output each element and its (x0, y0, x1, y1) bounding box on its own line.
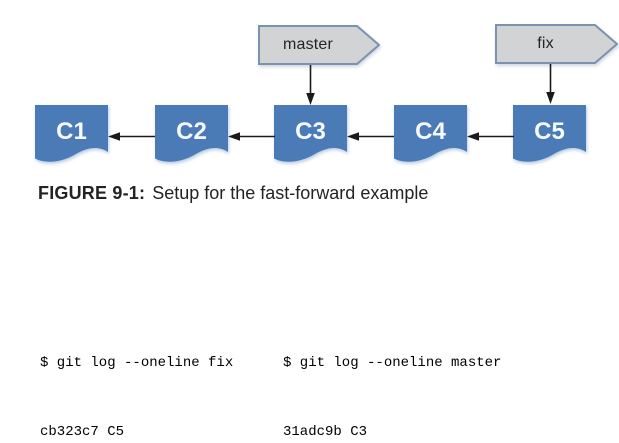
commit-node-c4: C4 (394, 105, 467, 169)
commit-node-c1: C1 (35, 105, 108, 169)
figure-caption-text: Setup for the fast-forward example (152, 183, 429, 203)
commit-label: C1 (56, 118, 87, 145)
git-commit-diagram: master fix C1 (0, 0, 619, 215)
arrow-down-master-to-c3-icon (306, 65, 315, 105)
arrow-left-c4-to-c3-icon (347, 132, 394, 141)
commit-node-c2: C2 (155, 105, 228, 169)
terminal-line: 31adc9b C3 (283, 424, 368, 441)
terminal-output: $ git log --oneline fix cb323c7 C5 eb249… (0, 305, 619, 443)
commit-node-c5: C5 (513, 105, 586, 169)
document-shape-icon (274, 105, 347, 162)
figure-caption: FIGURE 9-1: Setup for the fast-forward ex… (38, 183, 428, 204)
arrow-left-c2-to-c1-icon (108, 132, 155, 141)
terminal-line: $ git log --oneline fix (40, 354, 234, 371)
document-shape-icon (155, 105, 228, 162)
arrow-left-c3-to-c2-icon (228, 132, 275, 141)
branch-flag-icon (495, 24, 618, 64)
commit-label: C5 (534, 118, 565, 145)
document-shape-icon (513, 105, 586, 162)
arrow-left-c5-to-c4-icon (467, 132, 514, 141)
arrow-down-fix-to-c5-icon (546, 64, 555, 104)
branch-flag-icon (258, 25, 380, 65)
branch-label-fix: fix (495, 24, 618, 64)
terminal-line: cb323c7 C5 (40, 424, 125, 441)
terminal-line: $ git log --oneline master (283, 354, 502, 371)
branch-name-fix: fix (537, 35, 554, 52)
branch-name-master: master (282, 36, 334, 53)
document-shape-icon (35, 105, 108, 162)
commit-label: C2 (176, 118, 207, 145)
git-log-master-output: $ git log --oneline master 31adc9b C3 33… (283, 305, 501, 443)
commit-node-c3: C3 (274, 105, 347, 169)
document-shape-icon (394, 105, 467, 162)
commit-label: C4 (415, 118, 446, 145)
figure-caption-number: FIGURE 9-1: (38, 183, 146, 203)
branch-label-master: master (258, 25, 380, 65)
git-log-fix-output: $ git log --oneline fix cb323c7 C5 eb249… (40, 305, 233, 443)
commit-label: C3 (295, 118, 326, 145)
